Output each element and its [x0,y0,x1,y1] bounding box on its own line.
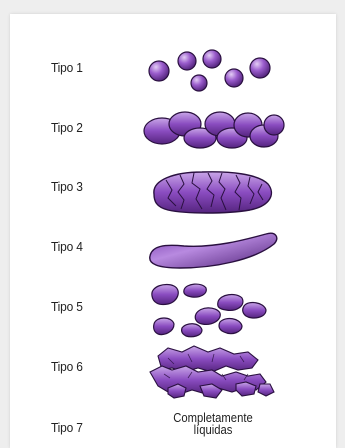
type-2-lumpy-sausage-icon [140,107,290,151]
row-type-2: Tipo 2 [10,108,336,148]
type-4-label: Tipo 4 [51,239,83,254]
type-1-separate-lumps-icon [142,48,282,96]
row-type-7: Tipo 7 Completamente líquidas [10,406,336,446]
type-7-label: Tipo 7 [51,420,83,435]
type-1-label: Tipo 1 [51,60,83,75]
row-type-5: Tipo 5 [10,280,336,340]
type-7-description: Completamente líquidas [155,412,272,436]
type-2-label: Tipo 2 [51,120,83,135]
type-3-cracked-sausage-icon [146,166,276,216]
row-type-4: Tipo 4 [10,226,336,270]
type-6-label: Tipo 6 [51,359,83,374]
type-4-smooth-sausage-icon [144,226,284,272]
type-6-mushy-pieces-icon [144,342,280,400]
row-type-6: Tipo 6 [10,342,336,398]
row-type-3: Tipo 3 [10,166,336,214]
type-3-label: Tipo 3 [51,179,83,194]
stool-chart-card: Tipo 1 Tipo 2 [10,14,336,448]
type-5-soft-blobs-icon [146,280,278,342]
type-5-label: Tipo 5 [51,299,83,314]
type-7-description-line-2: líquidas [155,424,272,436]
row-type-1: Tipo 1 [10,52,336,92]
